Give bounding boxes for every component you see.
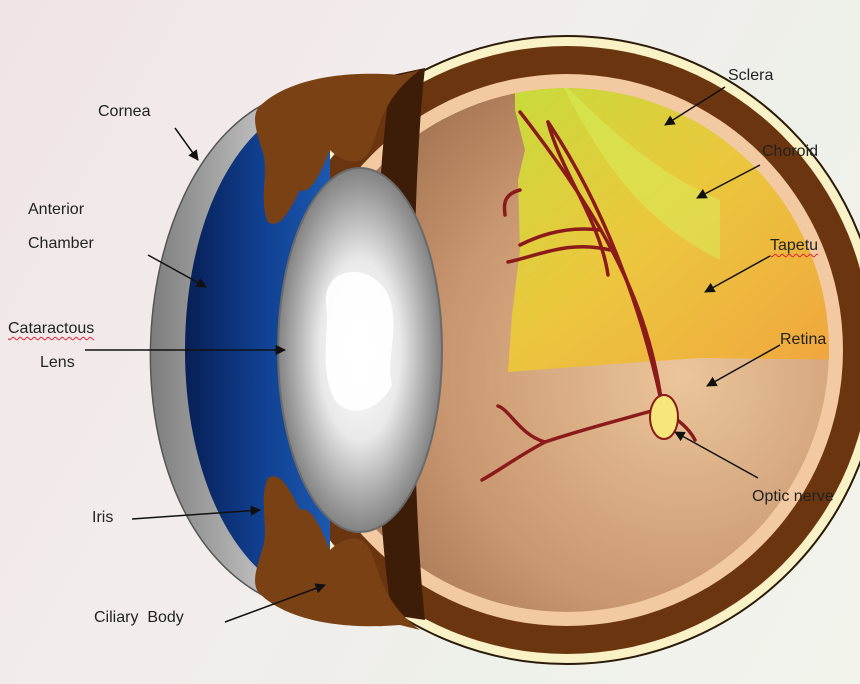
- label-retina: Retina: [780, 329, 826, 351]
- label-iris: Iris: [92, 507, 113, 529]
- label-ciliary-body: Ciliary Body: [94, 607, 184, 629]
- label-choroid: Choroid: [762, 141, 818, 163]
- label-sclera: Sclera: [728, 65, 773, 87]
- label-cataractous: Cataractous: [8, 318, 94, 340]
- label-optic-nerve: Optic nerve: [752, 486, 834, 508]
- label-tapetum: Tapetu: [770, 235, 818, 257]
- arrow-cornea: [175, 128, 198, 160]
- label-chamber: Chamber: [28, 233, 94, 255]
- label-lens: Lens: [40, 352, 75, 374]
- label-cornea: Cornea: [98, 101, 150, 123]
- lens-opacity: [326, 272, 394, 411]
- label-anterior: Anterior: [28, 199, 84, 221]
- optic-disc: [650, 395, 678, 439]
